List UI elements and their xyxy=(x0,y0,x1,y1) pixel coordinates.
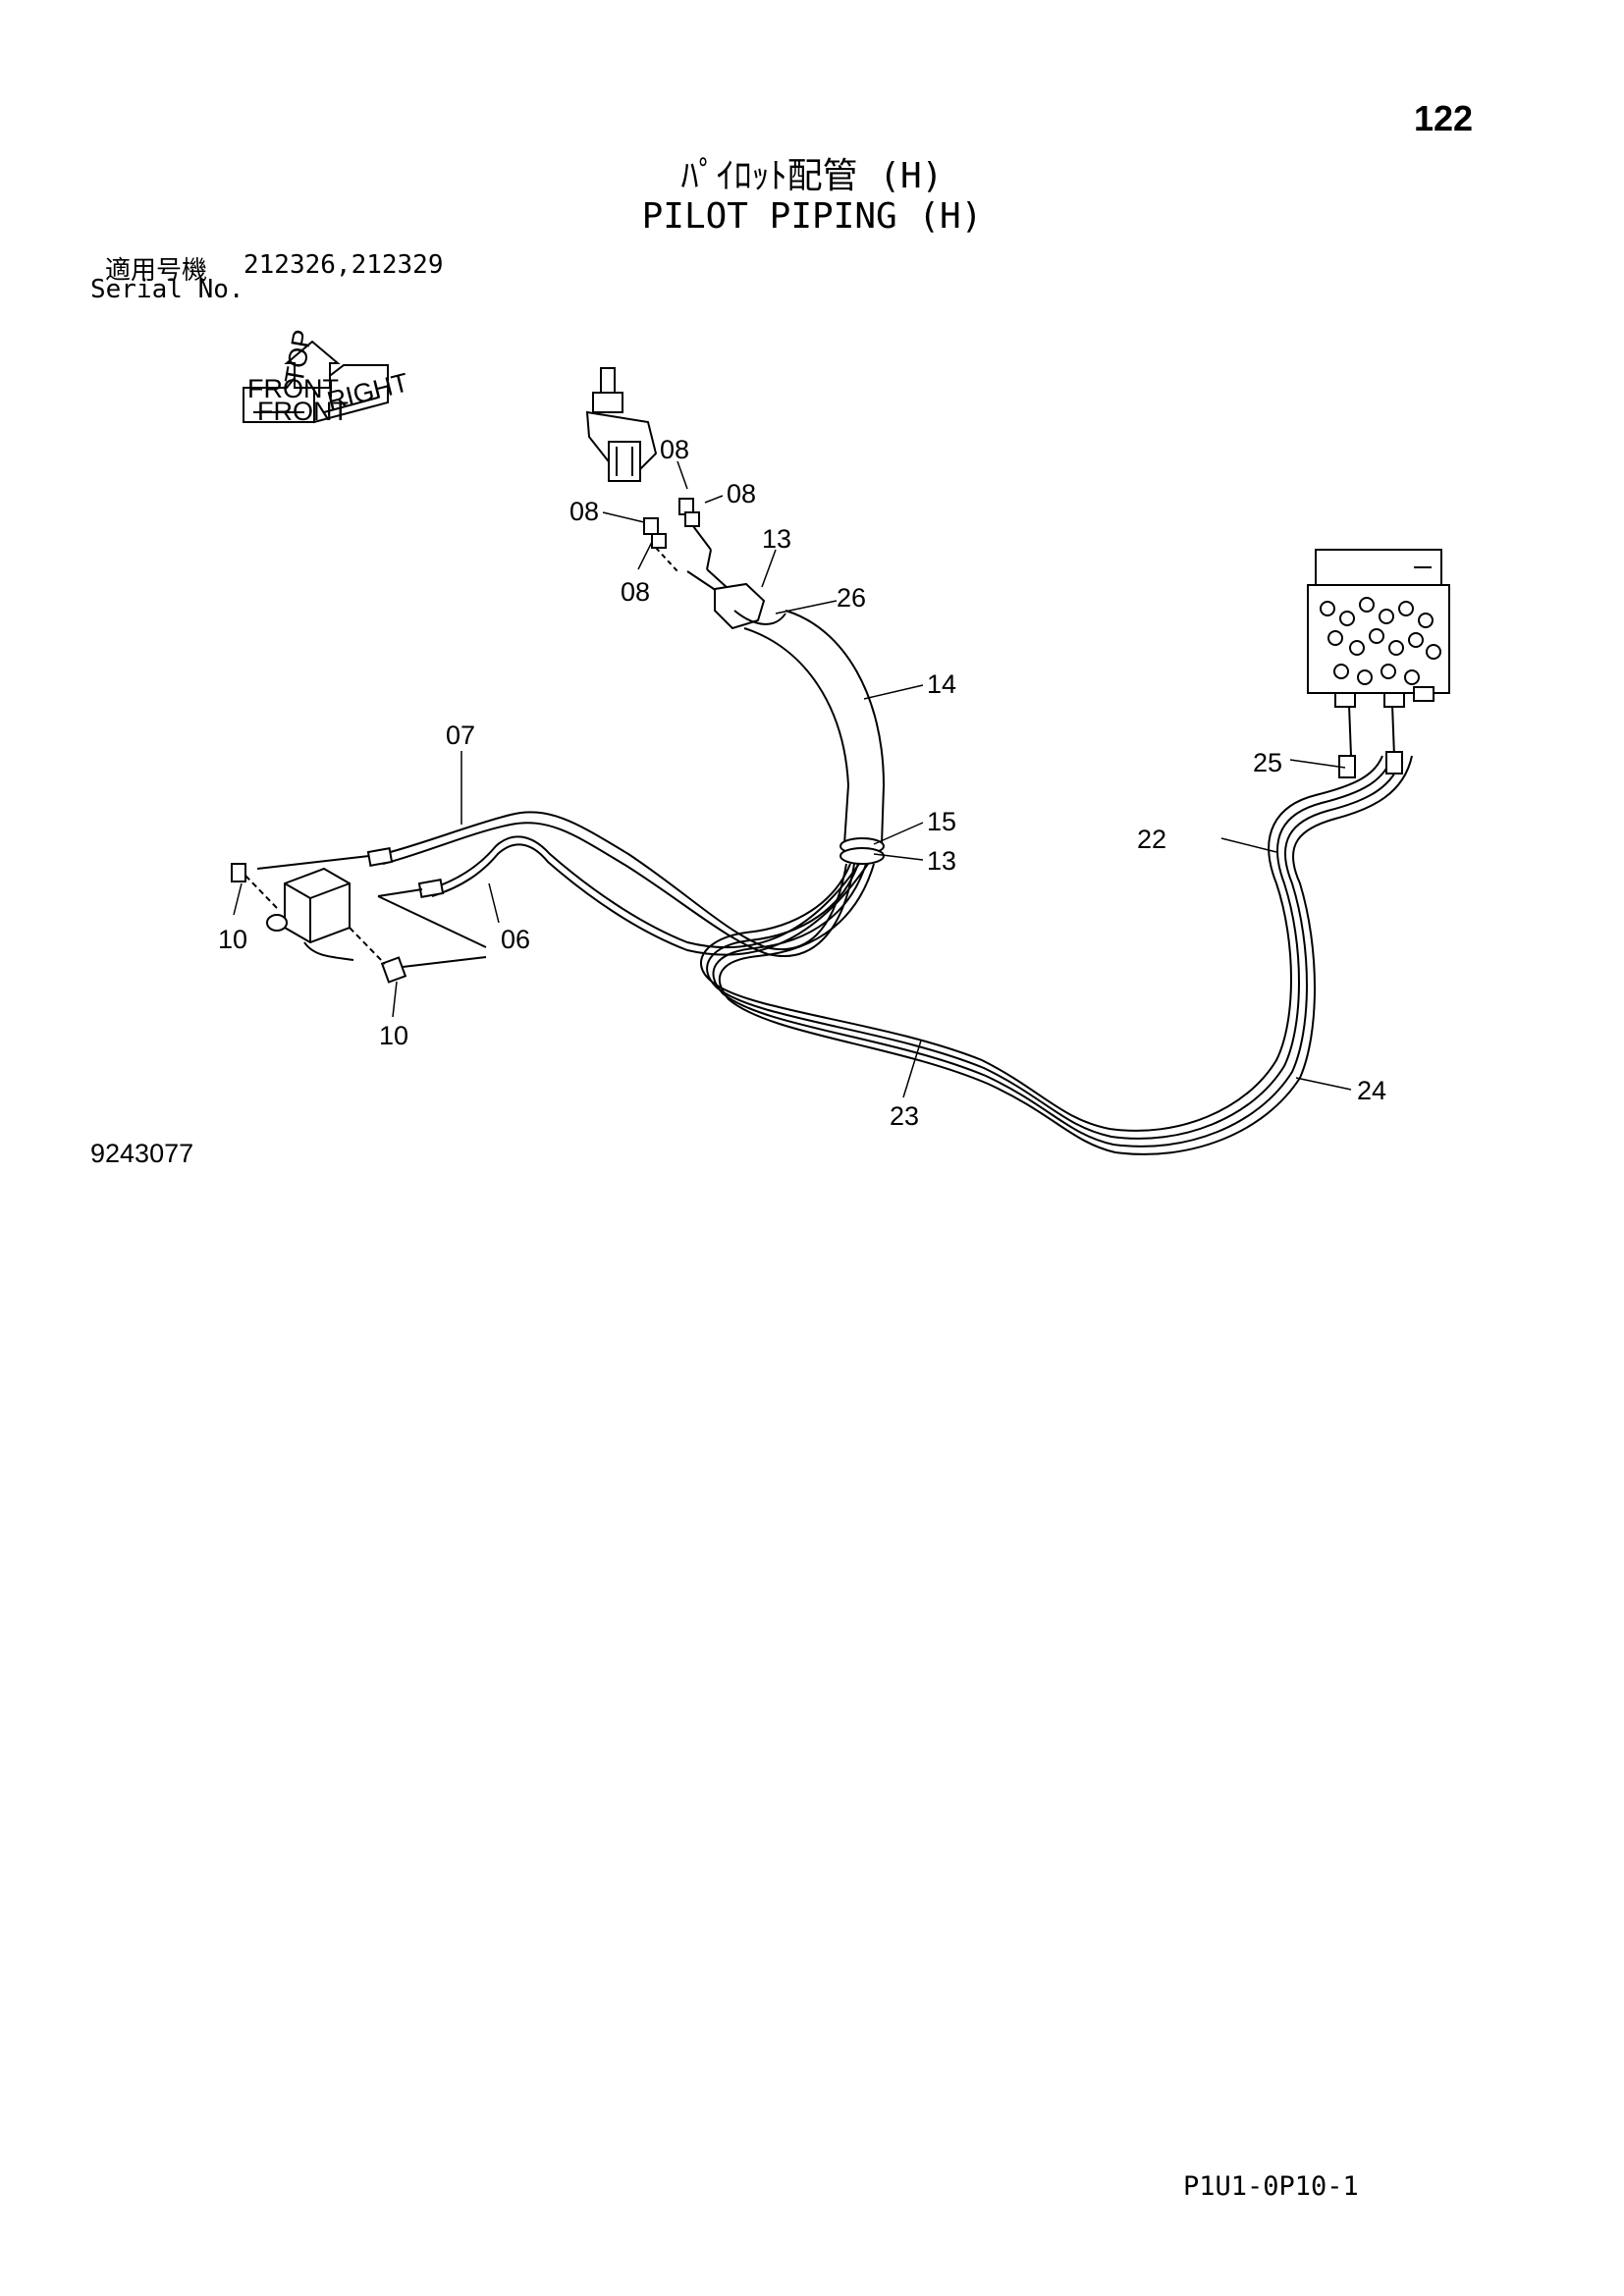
callout-14: 14 xyxy=(927,669,956,699)
orientation-label-front-top: FRONT xyxy=(247,374,339,403)
figure-number: 9243077 xyxy=(90,1139,194,1168)
fittings-08 xyxy=(643,498,730,592)
hose-end-fittings xyxy=(366,751,1403,898)
leader-lines xyxy=(233,460,1352,1098)
callout-08: 08 xyxy=(621,577,650,607)
orientation-label-front: FRONT xyxy=(257,397,349,426)
callout-23: 23 xyxy=(890,1101,919,1131)
callout-08: 08 xyxy=(727,479,756,508)
callout-26: 26 xyxy=(837,583,866,613)
orientation-marker: FRONT RIGHT FRONT TOP xyxy=(243,328,411,426)
page-title-japanese: ﾊﾟｲﾛｯﾄ配管 (H) xyxy=(680,156,944,196)
callout-15: 15 xyxy=(927,807,956,836)
page-number: 122 xyxy=(1414,98,1474,138)
callout-10: 10 xyxy=(218,925,247,954)
callout-13: 13 xyxy=(927,846,956,876)
pilot-valve xyxy=(585,367,658,482)
control-valve xyxy=(1307,549,1450,708)
callout-13: 13 xyxy=(762,524,791,554)
document-code: P1U1-0P10-1 xyxy=(1183,2171,1359,2202)
callout-07: 07 xyxy=(446,721,475,750)
serial-label-japanese: 適用号機 xyxy=(105,256,208,286)
callout-22: 22 xyxy=(1137,825,1166,854)
pilot-hoses xyxy=(382,704,1413,1155)
callout-10: 10 xyxy=(379,1021,408,1050)
callout-08: 08 xyxy=(569,497,599,526)
callout-08: 08 xyxy=(660,435,689,464)
serial-label-english: Serial No. xyxy=(90,275,244,304)
hose-connector xyxy=(714,582,786,630)
valve-block xyxy=(231,855,487,984)
protective-sleeve xyxy=(743,610,886,865)
page-title-english: PILOT PIPING (H) xyxy=(641,196,983,237)
callout-25: 25 xyxy=(1253,748,1282,777)
callout-06: 06 xyxy=(501,925,530,954)
callout-24: 24 xyxy=(1357,1076,1386,1105)
serial-numbers: 212326,212329 xyxy=(244,250,444,280)
